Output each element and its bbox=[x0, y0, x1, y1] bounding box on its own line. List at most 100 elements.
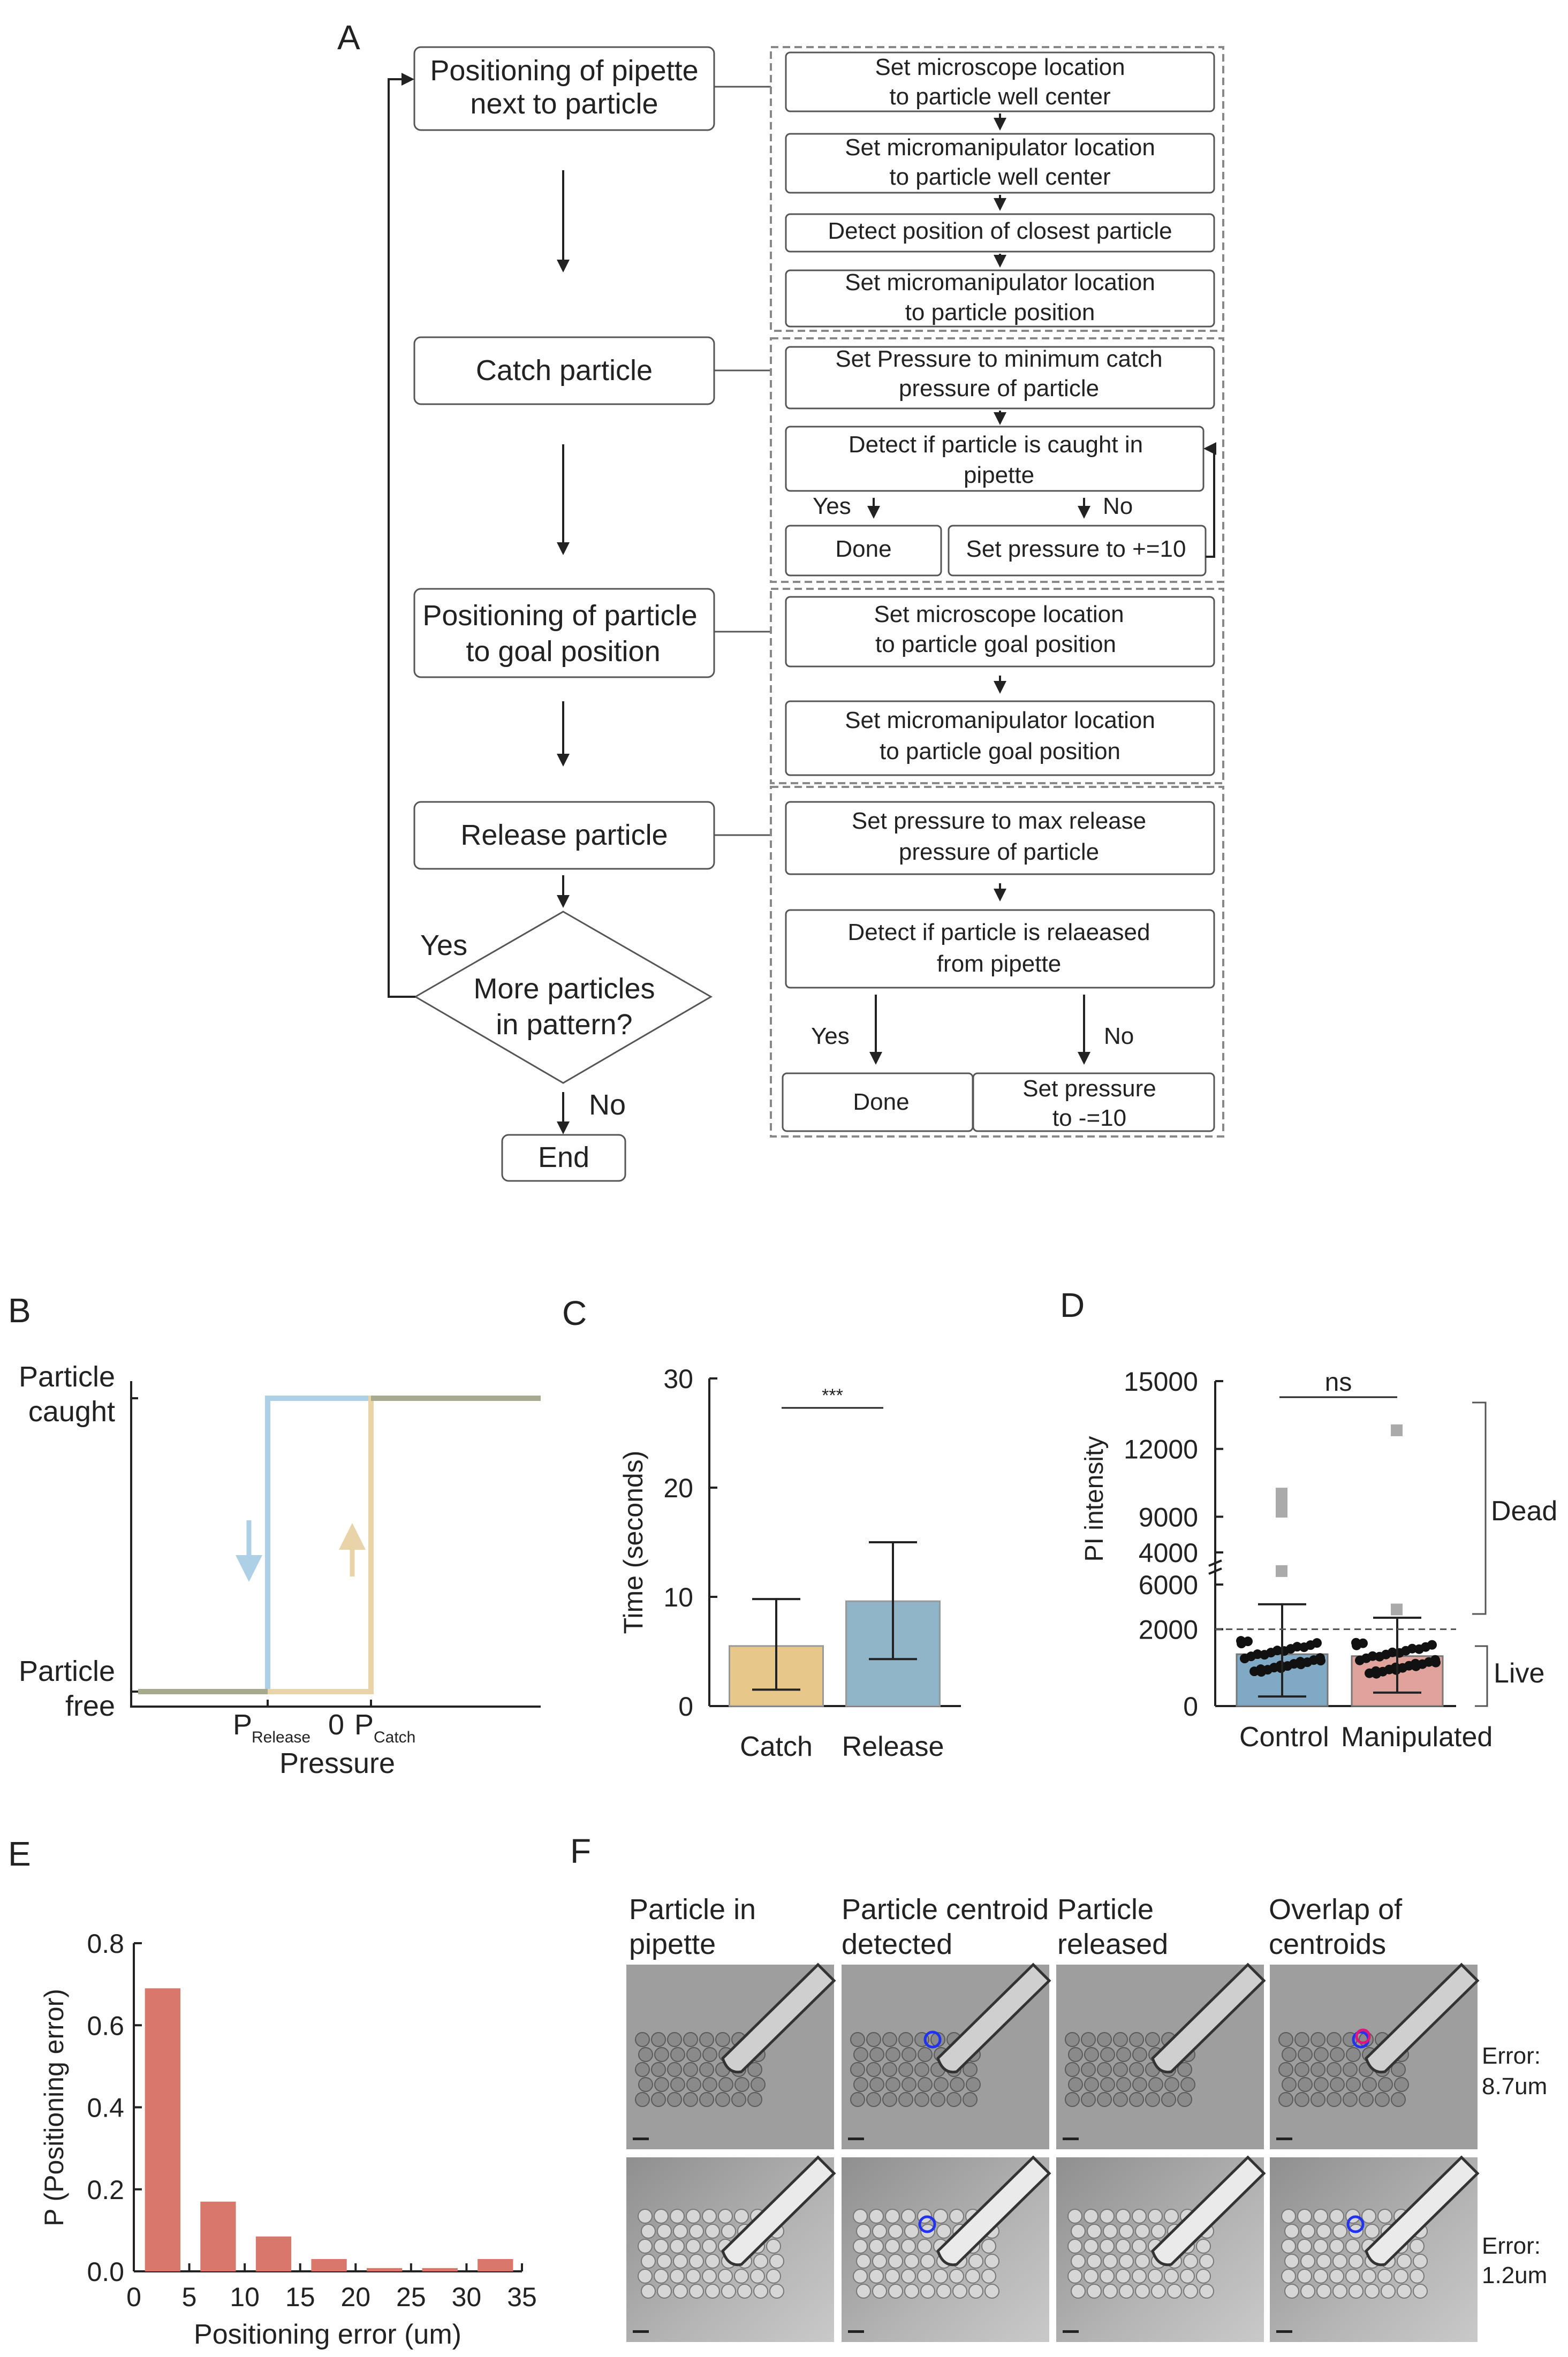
particle bbox=[1300, 2284, 1315, 2299]
particle bbox=[686, 2269, 701, 2284]
d-data-point bbox=[1279, 1646, 1289, 1656]
release-curve bbox=[138, 1396, 371, 1694]
particle bbox=[1377, 2269, 1392, 2284]
particle bbox=[1183, 2254, 1198, 2269]
particle bbox=[641, 2254, 656, 2269]
box-text: Positioning of particle bbox=[422, 600, 697, 632]
e-bar bbox=[311, 2259, 347, 2271]
particle bbox=[1145, 2032, 1160, 2047]
particle bbox=[882, 2092, 897, 2107]
panel-b: B Particle caught Particle free P Releas… bbox=[8, 1291, 541, 1779]
particle bbox=[882, 2062, 897, 2077]
box-text: Set microscope location bbox=[874, 601, 1124, 627]
box-text: Set micromanipulator location bbox=[845, 269, 1155, 295]
particle bbox=[1300, 2224, 1315, 2239]
particle bbox=[1393, 2269, 1408, 2284]
group3-box-1: Set micromanipulator location to particl… bbox=[785, 700, 1215, 776]
particle bbox=[1129, 2062, 1144, 2077]
particle bbox=[1071, 2254, 1086, 2269]
particle bbox=[1132, 2269, 1147, 2284]
d-data-point bbox=[1316, 1656, 1325, 1666]
particle bbox=[1164, 2077, 1179, 2092]
particle bbox=[1329, 2269, 1344, 2284]
particle bbox=[917, 2269, 932, 2284]
scale-bar bbox=[848, 2138, 864, 2140]
e-x-tick-label: 10 bbox=[230, 2282, 260, 2312]
e-y-tick-label: 0.2 bbox=[87, 2175, 124, 2205]
micrograph-image bbox=[842, 2155, 1051, 2342]
particle bbox=[1116, 2239, 1131, 2254]
group4-done: Done bbox=[782, 1072, 974, 1132]
particle bbox=[1119, 2224, 1134, 2239]
group1-box-0: Set microscope location to particle well… bbox=[785, 51, 1215, 112]
pipette bbox=[1151, 1962, 1266, 2074]
particle bbox=[718, 2269, 733, 2284]
particle bbox=[934, 2077, 949, 2092]
particle bbox=[856, 2224, 871, 2239]
particle bbox=[1375, 2092, 1390, 2107]
particle bbox=[1316, 2224, 1331, 2239]
particle bbox=[702, 2239, 717, 2254]
b-ylabel-caught: Particle bbox=[19, 1361, 115, 1393]
particle bbox=[1282, 2047, 1297, 2062]
particle bbox=[885, 2077, 900, 2092]
f-header: released bbox=[1057, 1928, 1168, 1960]
particle bbox=[1284, 2254, 1299, 2269]
particle bbox=[966, 2077, 981, 2092]
pipette bbox=[936, 2155, 1051, 2267]
particle bbox=[850, 2062, 865, 2077]
d-outlier bbox=[1276, 1494, 1287, 1506]
particle bbox=[683, 2032, 698, 2047]
particle bbox=[1349, 2284, 1364, 2299]
particle bbox=[1196, 2269, 1211, 2284]
particle bbox=[651, 2092, 666, 2107]
micrograph-image bbox=[1056, 2155, 1266, 2342]
particle bbox=[963, 2092, 978, 2107]
particle bbox=[635, 2032, 650, 2047]
decision-text: More particles bbox=[473, 973, 655, 1005]
particle bbox=[654, 2047, 669, 2062]
particle bbox=[641, 2284, 656, 2299]
b-xlabel: Pressure bbox=[279, 1747, 395, 1779]
particle bbox=[981, 2269, 996, 2284]
box-text: to -=10 bbox=[1052, 1105, 1126, 1131]
c-y-tick-label: 30 bbox=[663, 1364, 693, 1394]
particle bbox=[657, 2284, 672, 2299]
box-text: next to particle bbox=[470, 88, 658, 120]
particle bbox=[1297, 2209, 1312, 2224]
particle bbox=[1132, 2077, 1147, 2092]
d-data-point bbox=[1296, 1659, 1306, 1670]
particle bbox=[654, 2269, 669, 2284]
particle bbox=[702, 2077, 717, 2092]
particle bbox=[715, 2092, 730, 2107]
particle bbox=[853, 2239, 868, 2254]
particle bbox=[1281, 2209, 1296, 2224]
particle bbox=[888, 2254, 903, 2269]
particle bbox=[1177, 2062, 1192, 2077]
box-text: from pipette bbox=[937, 951, 1061, 977]
group2-set-pressure: Set Pressure to minimum catch pressure o… bbox=[785, 346, 1215, 410]
particle bbox=[1116, 2077, 1131, 2092]
particle bbox=[638, 2269, 653, 2284]
e-y-tick-label: 0.0 bbox=[87, 2257, 124, 2287]
particle bbox=[949, 2269, 964, 2284]
c-y-tick-label: 10 bbox=[663, 1582, 693, 1612]
particle bbox=[1135, 2254, 1150, 2269]
group2-detect: Detect if particle is caught in pipette bbox=[785, 426, 1205, 492]
particle bbox=[683, 2062, 698, 2077]
particle bbox=[984, 2284, 999, 2299]
e-x-tick-label: 35 bbox=[507, 2282, 537, 2312]
main-box-positioning-particle: Positioning of particle to goal position bbox=[413, 588, 715, 678]
particle bbox=[1361, 2269, 1376, 2284]
particle bbox=[747, 2092, 762, 2107]
f-error-value: 8.7um bbox=[1482, 2073, 1547, 2100]
panel-label-d: D bbox=[1060, 1286, 1085, 1324]
d-significance: ns bbox=[1325, 1368, 1352, 1397]
scale-bar bbox=[848, 2330, 864, 2333]
d-data-point bbox=[1375, 1651, 1384, 1662]
particle bbox=[1343, 2062, 1358, 2077]
particle bbox=[1103, 2284, 1118, 2299]
catch-arrow bbox=[339, 1523, 366, 1577]
particle bbox=[1145, 2092, 1160, 2107]
